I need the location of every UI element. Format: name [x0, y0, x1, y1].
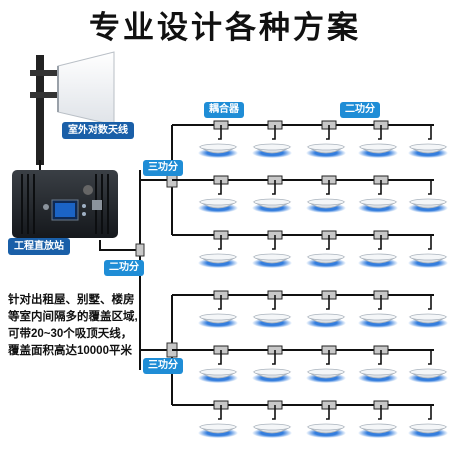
drop-cable: [326, 180, 330, 195]
ceiling-antenna-top: [199, 198, 237, 206]
drop-cable: [218, 350, 222, 365]
ceiling-antenna-top: [307, 253, 345, 261]
drop-cable: [428, 180, 432, 195]
ceiling-antenna-top: [307, 198, 345, 206]
two-way-splitter-device: [135, 243, 145, 257]
ceiling-antenna-top: [359, 368, 397, 376]
drop-cable: [272, 125, 276, 140]
drop-cable: [272, 350, 276, 365]
drop-cable: [378, 125, 382, 140]
ceiling-antenna-top: [409, 143, 447, 151]
drop-cable: [378, 180, 382, 195]
drop-cable: [218, 125, 222, 140]
drop-cable: [326, 350, 330, 365]
drop-cable: [378, 235, 382, 250]
ceiling-antenna-top: [359, 198, 397, 206]
ceiling-antenna-top: [409, 368, 447, 376]
ceiling-antenna-top: [253, 198, 291, 206]
ceiling-antenna-top: [409, 253, 447, 261]
ceiling-antenna-top: [307, 313, 345, 321]
ceiling-antenna-top: [253, 143, 291, 151]
drop-cable: [326, 125, 330, 140]
repeater-label: 工程直放站: [8, 238, 70, 255]
two-way-splitter-label-main: 二功分: [104, 260, 144, 276]
ceiling-antenna-top: [359, 253, 397, 261]
drop-cable: [326, 405, 330, 420]
drop-cable: [428, 405, 432, 420]
drop-cable: [428, 235, 432, 250]
ceiling-antenna-top: [409, 313, 447, 321]
drop-cable: [378, 350, 382, 365]
drop-cable: [272, 405, 276, 420]
ceiling-antenna-top: [409, 423, 447, 431]
ceiling-antenna-top: [199, 143, 237, 151]
drop-cable: [218, 405, 222, 420]
ceiling-antenna-top: [253, 368, 291, 376]
three-way-splitter-label-top: 三功分: [143, 160, 183, 176]
ceiling-antenna-top: [409, 198, 447, 206]
ceiling-antenna-top: [199, 253, 237, 261]
description-text: 针对出租屋、别墅、楼房等室内间隔多的覆盖区域,可带20~30个吸顶天线，覆盖面积…: [8, 294, 138, 357]
ceiling-antenna-top: [359, 423, 397, 431]
ceiling-antenna-top: [199, 368, 237, 376]
three-way-splitter-label-bottom: 三功分: [143, 358, 183, 374]
ceiling-antenna-top: [307, 368, 345, 376]
drop-cable: [378, 295, 382, 310]
ceiling-antenna-top: [307, 143, 345, 151]
drop-cable: [428, 125, 432, 140]
drop-cable: [218, 180, 222, 195]
ceiling-antenna-top: [253, 423, 291, 431]
ceiling-antenna-top: [307, 423, 345, 431]
ceiling-antenna-top: [199, 313, 237, 321]
drop-cable: [272, 295, 276, 310]
drop-cable: [272, 180, 276, 195]
engineering-repeater: [12, 170, 118, 238]
drop-cable: [428, 350, 432, 365]
outdoor-log-antenna: [57, 51, 115, 126]
coupler-label: 耦合器: [204, 102, 244, 118]
ceiling-antenna-top: [199, 423, 237, 431]
drop-cable: [218, 295, 222, 310]
drop-cable: [326, 295, 330, 310]
page-title: 专业设计各种方案: [89, 10, 361, 45]
drop-cable: [218, 235, 222, 250]
two-way-splitter-label-top: 二功分: [340, 102, 380, 118]
ceiling-antenna-top: [359, 313, 397, 321]
drop-cable: [378, 405, 382, 420]
ceiling-antenna-top: [253, 253, 291, 261]
drop-cable: [272, 235, 276, 250]
ceiling-antenna-top: [253, 313, 291, 321]
drop-cable: [326, 235, 330, 250]
outdoor-antenna-label: 室外对数天线: [62, 122, 134, 139]
drop-cable: [428, 295, 432, 310]
antenna-mast: [36, 55, 44, 165]
ceiling-antenna-top: [359, 143, 397, 151]
